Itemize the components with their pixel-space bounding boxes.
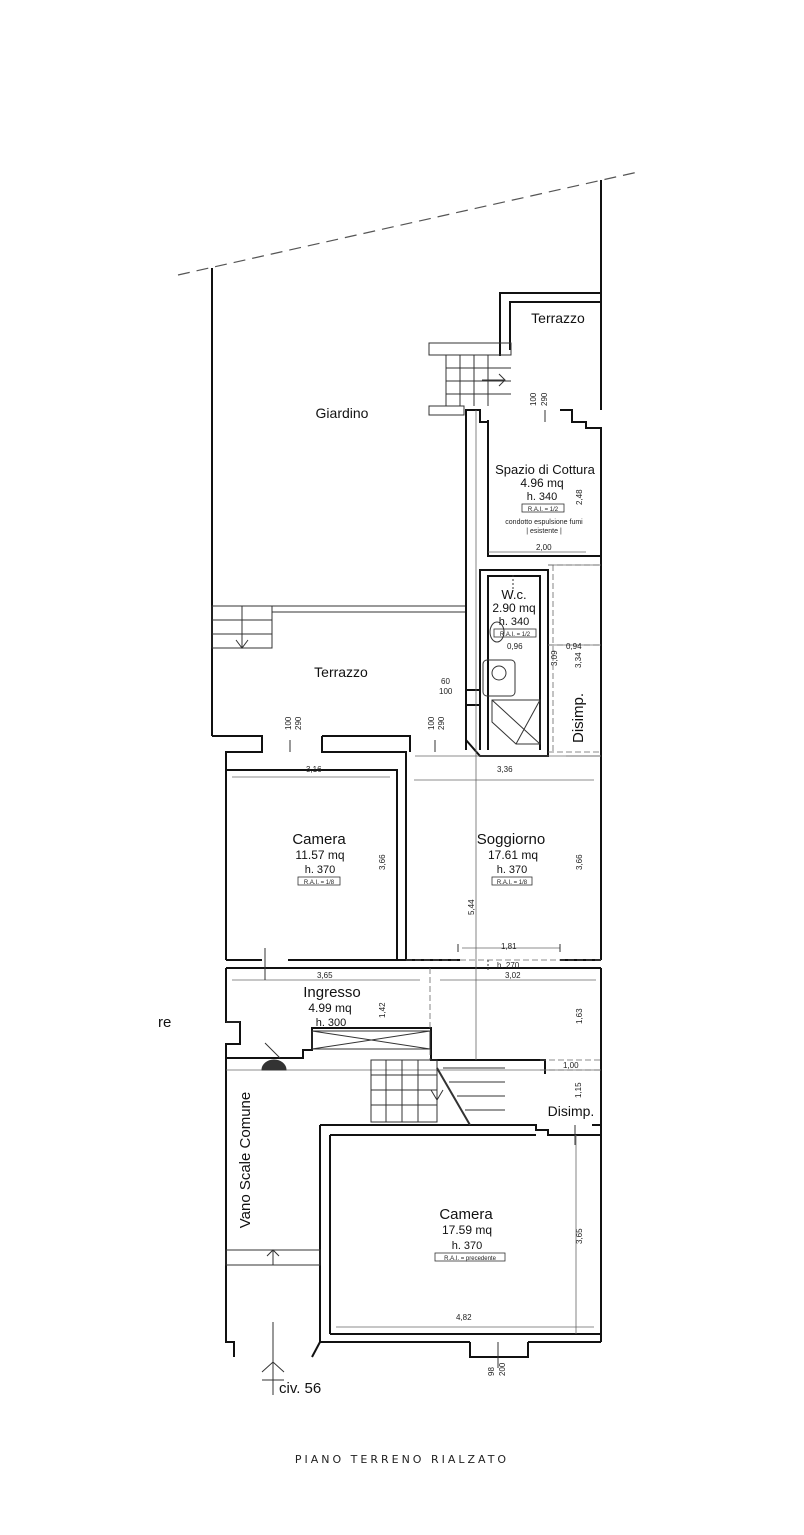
dim-316: 3,16 — [306, 765, 322, 774]
garden-label: Giardino — [316, 405, 369, 421]
camera1-area: 11.57 mq — [295, 848, 344, 862]
dim-181: 1,81 — [501, 942, 517, 951]
dim-h270: h. 270 — [497, 961, 520, 970]
dim-200: 2,00 — [536, 543, 552, 552]
cut-off-label: re — [158, 1014, 171, 1031]
camera2-label-group: Camera 17.59 mq h. 370 R.A.I. = preceden… — [434, 1206, 506, 1262]
dim-100d: 100 — [427, 716, 436, 730]
stair-hall-label: Vano Scale Comune — [237, 1092, 254, 1228]
civic-number: civ. 56 — [279, 1380, 321, 1397]
kitchen-name: Spazio di Cottura — [495, 462, 595, 477]
dim-482: 4,82 — [456, 1313, 472, 1322]
camera1-height: h. 370 — [305, 864, 336, 876]
camera2-rai: R.A.I. = precedente — [444, 1256, 497, 1262]
camera2-name: Camera — [439, 1206, 493, 1223]
dim-544: 5,44 — [467, 899, 476, 915]
kitchen-note-2: | esistente | — [526, 528, 562, 535]
dim-290c: 290 — [294, 716, 303, 730]
ingresso-label-group: Ingresso 4.99 mq h. 300 — [303, 984, 361, 1029]
kitchen-rai: R.A.I. = 1/2 — [528, 507, 559, 513]
dim-366a: 3,66 — [378, 854, 387, 870]
dim-115: 1,15 — [574, 1082, 583, 1098]
dim-365b: 3,65 — [575, 1228, 584, 1244]
dimensions: 100 290 2,48 2,00 0,96 0,94 3,09 3,34 60… — [284, 392, 584, 1376]
wc-name: W.c. — [501, 587, 526, 602]
dim-100b: 100 — [439, 687, 453, 696]
dim-60: 60 — [441, 677, 450, 686]
soggiorno-area: 17.61 mq — [488, 848, 538, 862]
floor-title: PIANO TERRENO RIALZATO — [294, 1453, 510, 1466]
camera1-rai-box — [297, 876, 341, 886]
kitchen-rai-box — [521, 503, 565, 513]
soggiorno-height: h. 370 — [497, 864, 528, 876]
wc-rai-box — [493, 628, 537, 638]
dim-096: 0,96 — [507, 642, 523, 651]
garden-walls — [211, 180, 602, 736]
dim-334: 3,34 — [574, 652, 583, 668]
terrace-label: Terrazzo — [314, 664, 368, 680]
camera2-height: h. 370 — [452, 1240, 483, 1252]
common-stair — [225, 1042, 321, 1395]
internal-stair — [311, 1030, 505, 1126]
soggiorno-name: Soggiorno — [477, 831, 545, 848]
dim-100a: 100 — [529, 392, 538, 406]
construction-lines — [226, 410, 601, 1334]
kitchen-height: h. 340 — [527, 491, 558, 503]
dim-290d: 290 — [437, 716, 446, 730]
soggiorno-rai-box — [491, 876, 533, 886]
wc-height: h. 340 — [499, 616, 530, 628]
terrace-top-label: Terrazzo — [531, 310, 585, 326]
terrace-edge — [211, 605, 466, 649]
kitchen-label-group: Spazio di Cottura 4.96 mq h. 340 R.A.I. … — [495, 462, 595, 535]
door-markers — [226, 410, 576, 1368]
property-boundary — [177, 171, 639, 276]
dim-094: 0,94 — [566, 642, 582, 651]
soggiorno-rai: R.A.I. = 1/8 — [497, 880, 528, 886]
camera1-name: Camera — [292, 831, 346, 848]
dim-100c: 100 — [284, 716, 293, 730]
dim-98: 98 — [487, 1367, 496, 1376]
kitchen-note-1: condotto espulsione fumi — [505, 519, 583, 526]
camera2-rai-box — [434, 1252, 506, 1262]
wc-label-group: W.c. 2.90 mq h. 340 R.A.I. = 1/2 — [492, 587, 537, 638]
dim-366b: 3,66 — [575, 854, 584, 870]
camera1-rai: R.A.I. = 1/8 — [304, 880, 335, 886]
dim-309: 3,09 — [550, 650, 559, 666]
wc-area: 2.90 mq — [492, 601, 535, 615]
ingresso-height: h. 300 — [316, 1017, 347, 1029]
disimp-upper-label: Disimp. — [570, 693, 587, 743]
ingresso-area: 4.99 mq — [308, 1001, 351, 1015]
camera2-area: 17.59 mq — [442, 1223, 492, 1237]
building-walls — [212, 409, 602, 1358]
dim-290a: 290 — [540, 392, 549, 406]
dim-200b: 200 — [498, 1362, 507, 1376]
disimp-lower-label: Disimp. — [548, 1103, 595, 1119]
dim-163: 1,63 — [575, 1008, 584, 1024]
dim-142: 1,42 — [378, 1002, 387, 1018]
camera1-label-group: Camera 11.57 mq h. 370 R.A.I. = 1/8 — [292, 831, 346, 886]
kitchen-area: 4.96 mq — [520, 476, 563, 490]
dim-248: 2,48 — [575, 489, 584, 505]
dim-302: 3,02 — [505, 971, 521, 980]
wc-rai: R.A.I. = 1/2 — [500, 632, 531, 638]
dim-336: 3,36 — [497, 765, 513, 774]
wc-fixtures — [482, 575, 541, 745]
soggiorno-label-group: Soggiorno 17.61 mq h. 370 R.A.I. = 1/8 — [477, 831, 545, 886]
garden-stair — [428, 342, 512, 416]
ingresso-name: Ingresso — [303, 984, 361, 1001]
dim-100e: 1,00 — [563, 1061, 579, 1070]
dim-365a: 3,65 — [317, 971, 333, 980]
